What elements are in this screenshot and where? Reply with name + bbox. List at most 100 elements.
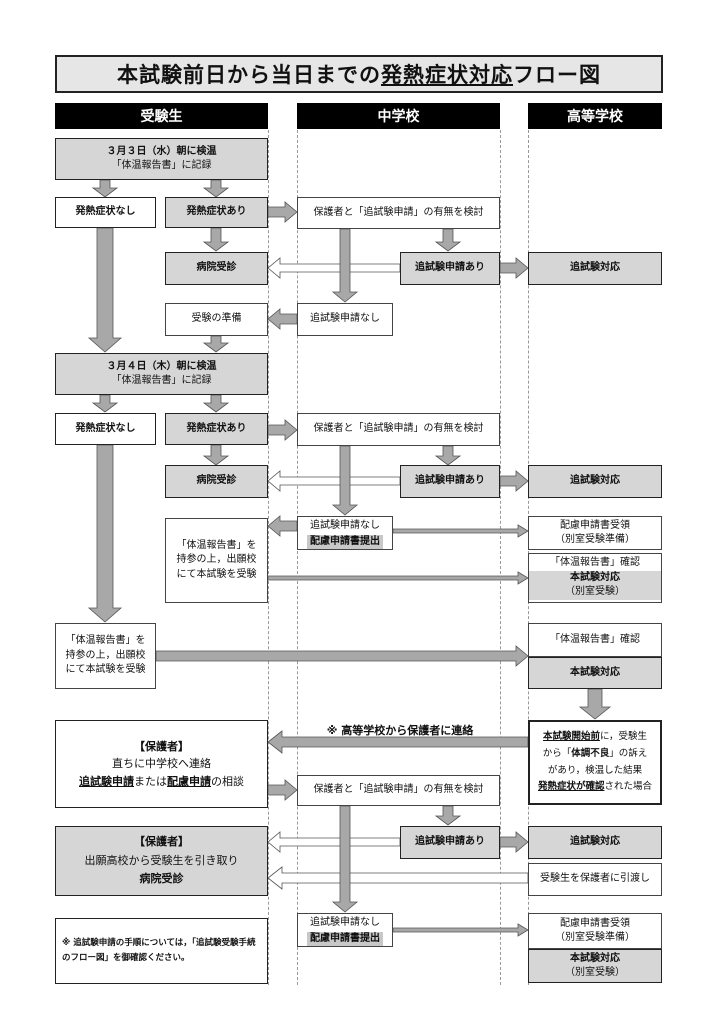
day2-no-fever-label: 発熱症状なし — [75, 422, 136, 434]
hs-pre: 本試験開始前 — [542, 731, 600, 743]
day2-check-date: ３月４日（木）朝に検温 — [106, 360, 217, 372]
down-arrow — [434, 445, 462, 466]
consult-mid: または — [134, 774, 167, 788]
day1-fever: 発熱症状あり — [165, 197, 268, 228]
footnote-text: ※ 追試験申請の手順については，「追試験受験手続のフロー図」を御確認ください。 — [62, 937, 256, 963]
exam-request-no: 追試験申請なし 配慮申請書提出 — [297, 913, 393, 947]
hs-line2: から「体調不良」の訴え — [543, 746, 648, 763]
day2-guardian-consider-label: 保護者と「追試験申請」の有無を検討 — [313, 423, 484, 435]
day2-report-check2-label: 「体温報告書」確認 — [550, 633, 640, 645]
down-arrow — [434, 228, 462, 252]
day1-request-no: 追試験申請なし — [297, 303, 393, 336]
day2-request-yes: 追試験申請あり — [400, 465, 500, 498]
day2-consideration-receive-label: 配慮申請書受領 — [560, 519, 630, 531]
day1-request-yes: 追試験申請あり — [400, 252, 500, 285]
exam-consideration-submit: 配慮申請書提出 — [307, 931, 383, 946]
day2-report-check-label: 「体温報告書」確認 — [550, 557, 640, 569]
handover-label: 受験生を保護者に引渡し — [540, 873, 650, 885]
left-arrow-white — [267, 470, 401, 492]
footnote: ※ 追試験申請の手順については，「追試験受験手続のフロー図」を御確認ください。 — [55, 918, 268, 984]
day1-fever-label: 発熱症状あり — [186, 206, 247, 218]
guardian-label-2: 【保護者】 — [134, 834, 189, 848]
day2-separate-exam-label: （別室受験） — [529, 585, 661, 600]
day2-main-exam2-label: 本試験対応 — [570, 666, 620, 678]
day1-check-date: ３月３日（水）朝に検温 — [106, 145, 217, 157]
day2-temperature-check: ３月４日（木）朝に検温 「体温報告書」に記録 — [55, 353, 268, 395]
down-arrow — [331, 228, 359, 303]
day2-retest: 追試験対応 — [528, 465, 662, 498]
thin-right-arrow — [392, 923, 529, 937]
contact-middle-label: 直ちに中学校へ連絡 — [112, 757, 211, 771]
day2-report-check: 「体温報告書」確認 本試験対応 （別室受験） — [528, 553, 662, 603]
day2-bring-report-label: 「体温報告書」を持参の上，出願校にて本試験を受験 — [176, 539, 257, 580]
day1-prepare-label: 受験の準備 — [191, 313, 242, 325]
left-arrow-white — [267, 831, 401, 853]
left-arrow — [267, 730, 529, 754]
down-arrow — [202, 179, 230, 198]
column-guide — [500, 130, 501, 985]
day1-hospital: 病院受診 — [165, 252, 268, 285]
handover-box: 受験生を保護者に引渡し — [528, 863, 662, 896]
down-arrow — [87, 227, 123, 353]
day2-consideration-receive: 配慮申請書受領 （別室受験準備） — [528, 516, 662, 550]
guardian-label: 【保護者】 — [134, 739, 189, 753]
title-text-pre: 本試験前日から当日までの — [117, 63, 381, 87]
guardian-contact-box: 【保護者】 直ちに中学校へ連絡 追試験申請または配慮申請の相談 — [55, 720, 268, 808]
hs-line3: があり，検温した結果 — [547, 764, 643, 776]
day1-temperature-check: ３月３日（水）朝に検温 「体温報告書」に記録 — [55, 138, 268, 180]
right-arrow — [499, 831, 529, 853]
hs-bad: 体調不良 — [571, 747, 610, 759]
day2-report-check-2: 「体温報告書」確認 — [528, 623, 662, 657]
exam-main-exam: 本試験対応 （別室受験） — [528, 949, 662, 983]
exam-retest: 追試験対応 — [528, 826, 662, 859]
day2-separate-prep-label: （別室受験準備） — [555, 534, 635, 545]
down-arrow — [202, 444, 230, 466]
day2-main-exam-label: 本試験対応 — [529, 570, 661, 586]
exam-request-no-label: 追試験申請なし — [310, 917, 380, 928]
exam-retest-label: 追試験対応 — [570, 836, 620, 848]
down-arrow — [91, 394, 119, 413]
down-arrow — [202, 394, 230, 413]
pickup-label: 出願高校から受験生を引き取り — [84, 853, 239, 867]
hs-fever: 発熱症状が確認 — [537, 781, 605, 793]
day1-guardian-consider-label: 保護者と「追試験申請」の有無を検討 — [313, 206, 484, 218]
consult-b: 配慮申請 — [167, 774, 211, 788]
title-text-post: フロー図 — [513, 63, 601, 87]
down-arrow — [91, 179, 119, 198]
hs-line1-end: に，受験生 — [599, 731, 648, 743]
day2-no-fever: 発熱症状なし — [55, 413, 156, 445]
right-arrow — [155, 645, 529, 667]
day1-hospital-label: 病院受診 — [196, 262, 237, 274]
day2-bring-report2-label: 「体温報告書」を持参の上，出願校にて本試験を受験 — [65, 635, 146, 676]
column-header-student: 受験生 — [55, 103, 268, 129]
right-arrow — [267, 419, 298, 441]
guardian-pickup-box: 【保護者】 出願高校から受験生を引き取り 病院受診 — [55, 826, 268, 896]
down-arrow — [331, 445, 359, 516]
hs-line1: 本試験開始前に，受験生 — [543, 729, 647, 746]
day2-fever-label: 発熱症状あり — [186, 422, 247, 434]
down-arrow — [87, 444, 123, 623]
column-header-high-school: 高等学校 — [528, 103, 662, 129]
exam-guardian-consider-label: 保護者と「追試験申請」の有無を検討 — [313, 784, 484, 796]
day1-retest-label: 追試験対応 — [570, 262, 620, 274]
day1-no-fever: 発熱症状なし — [55, 197, 156, 228]
down-arrow — [578, 688, 612, 720]
page-title: 本試験前日から当日までの発熱症状対応フロー図 — [55, 55, 663, 93]
day2-bring-report-no-fever: 「体温報告書」を持参の上，出願校にて本試験を受験 — [55, 623, 156, 689]
exam-consideration-receive: 配慮申請書受領 （別室受験準備） — [528, 913, 662, 949]
down-arrow — [202, 335, 230, 353]
right-arrow — [267, 779, 298, 801]
day2-check-record: 「体温報告書」に記録 — [111, 375, 212, 386]
exam-request-yes-label: 追試験申請あり — [415, 836, 485, 848]
day1-guardian-consider: 保護者と「追試験申請」の有無を検討 — [297, 197, 500, 229]
day1-retest: 追試験対応 — [528, 252, 662, 285]
left-arrow-white — [267, 257, 401, 279]
title-text-underlined: 発熱症状対応 — [381, 63, 513, 87]
day2-consideration-submit: 配慮申請書提出 — [307, 534, 383, 549]
exam-guardian-consider: 保護者と「追試験申請」の有無を検討 — [297, 775, 500, 806]
day2-hospital-label: 病院受診 — [196, 475, 237, 487]
right-arrow — [499, 470, 529, 492]
day2-retest-label: 追試験対応 — [570, 475, 620, 487]
day2-request-no-label: 追試験申請なし — [310, 520, 380, 531]
